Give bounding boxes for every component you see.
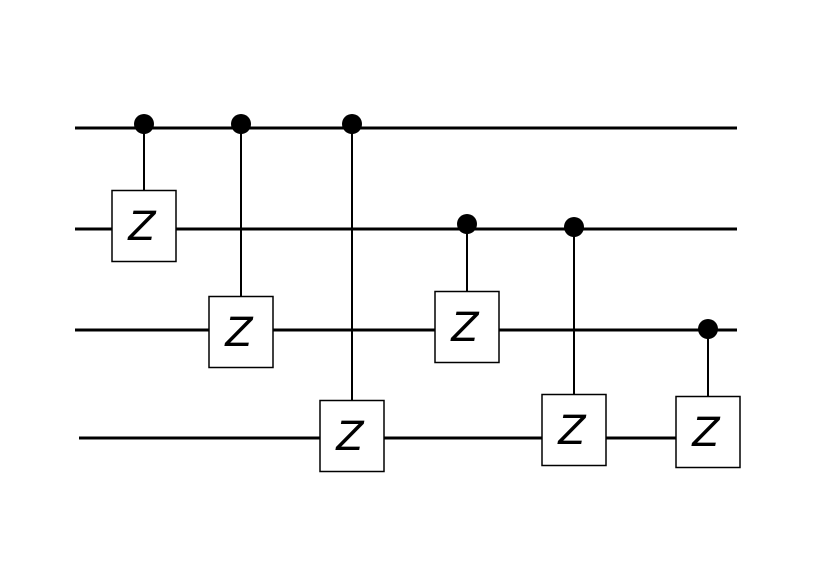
control-dot: [698, 319, 718, 339]
control-dot: [457, 214, 477, 234]
cz-gate-4: Z: [541, 217, 607, 467]
z-gate-label: Z: [224, 310, 254, 356]
z-gate-label: Z: [335, 414, 365, 460]
z-gate-box: [319, 399, 385, 473]
cz-gate-1: Z: [208, 114, 274, 369]
z-gate-box: [675, 395, 741, 469]
control-dot: [231, 114, 251, 134]
controlled-z-gates: Z Z Z Z Z Z: [111, 114, 741, 473]
z-gate-box: [541, 393, 607, 467]
z-gate-label: Z: [557, 408, 587, 454]
z-gate-box: [111, 189, 177, 263]
control-dot: [342, 114, 362, 134]
cz-gate-5: Z: [675, 319, 741, 469]
z-gate-box: [208, 295, 274, 369]
z-gate-label: Z: [691, 410, 721, 456]
control-dot: [134, 114, 154, 134]
cz-gate-3: Z: [434, 214, 500, 364]
control-dot: [564, 217, 584, 237]
cz-gate-2: Z: [319, 114, 385, 473]
z-gate-label: Z: [127, 204, 157, 250]
z-gate-label: Z: [450, 305, 480, 351]
qubit-wires: [75, 126, 740, 440]
cz-gate-0: Z: [111, 114, 177, 263]
z-gate-box: [434, 290, 500, 364]
